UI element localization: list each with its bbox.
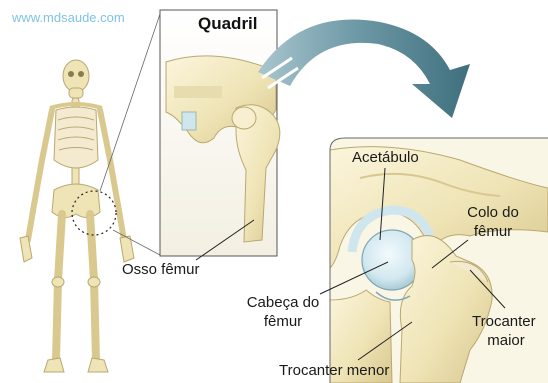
hip-inset-panel	[160, 10, 280, 256]
label-colo-femur-line1: Colo do	[458, 205, 528, 221]
zoom-arrow	[258, 19, 470, 118]
label-cabeca-femur-line1: Cabeça do	[238, 295, 328, 311]
label-trocanter-maior-line1: Trocanter	[472, 314, 536, 330]
inset-title: Quadril	[198, 15, 258, 33]
label-osso-femur: Osso fêmur	[122, 262, 200, 278]
skeleton-figure	[20, 60, 134, 372]
label-trocanter-maior-line2: maior	[476, 333, 536, 349]
inset-connector-bottom	[113, 230, 160, 255]
watermark-text: www.mdsaude.com	[12, 11, 125, 25]
label-trocanter-menor: Trocanter menor	[279, 363, 389, 379]
label-colo-femur-line2: fêmur	[458, 224, 528, 240]
label-cabeca-femur-line2: fêmur	[238, 314, 328, 330]
inset-connector-top	[100, 14, 160, 191]
label-acetabulo: Acetábulo	[352, 150, 419, 166]
